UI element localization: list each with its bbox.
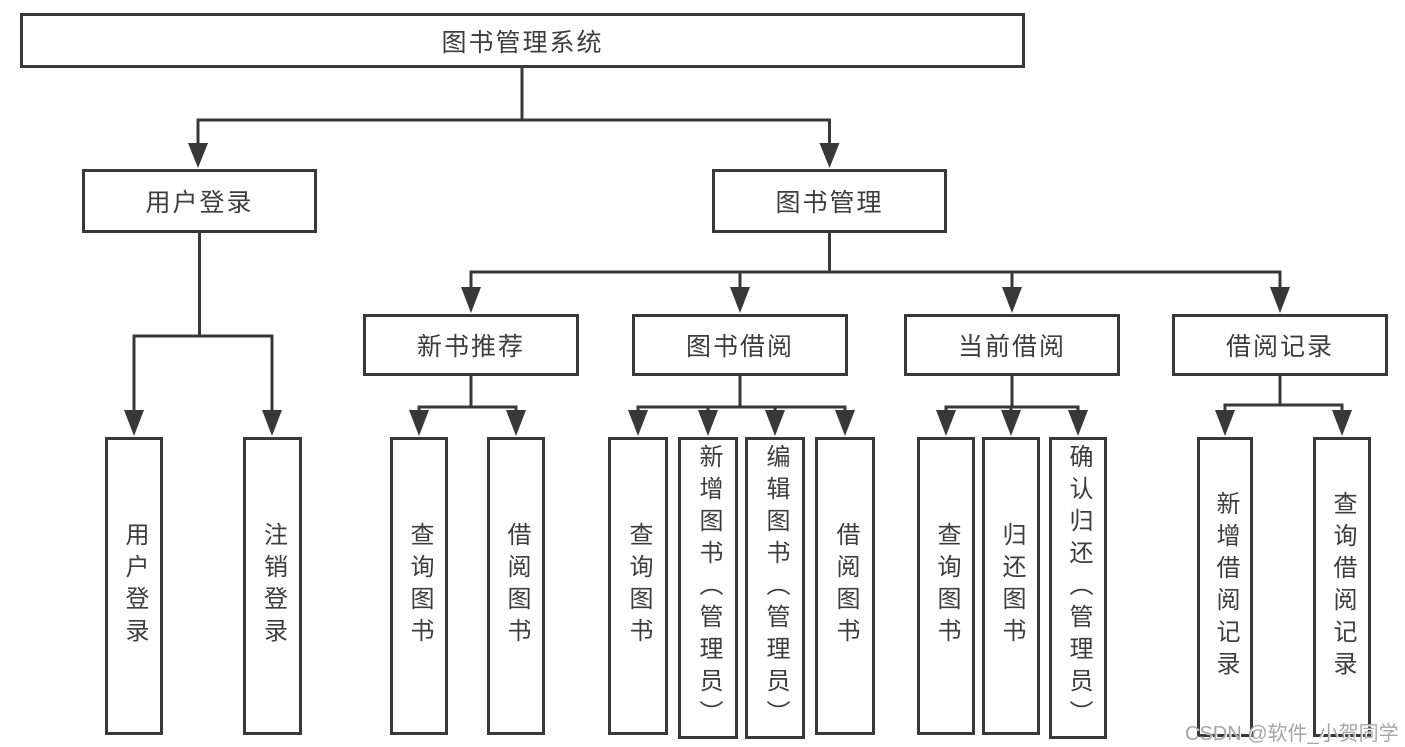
node-book-borrow-label: 图书借阅 — [685, 333, 794, 361]
arrowheads-borrow-records-children — [1215, 410, 1352, 436]
arrowheads-new-book-children — [409, 410, 526, 436]
leaf-query-books-current: 查询图书 — [917, 437, 975, 735]
leaf-query-books-borrow-label: 查询图书 — [625, 522, 652, 650]
connector-new-book-children — [417, 374, 518, 412]
node-current-borrow-label: 当前借阅 — [957, 333, 1066, 361]
leaf-edit-books-admin-label: 编辑图书（管理员） — [762, 444, 789, 732]
node-book-borrow: 图书借阅 — [632, 314, 848, 376]
leaf-query-books-current-label: 查询图书 — [933, 522, 960, 650]
arrowheads-book-borrow-children — [628, 410, 855, 436]
connector-user-login-children — [132, 231, 274, 412]
connector-root-to-level2 — [196, 66, 831, 146]
leaf-add-borrow-record-label: 新增借阅记录 — [1212, 491, 1239, 683]
leaf-add-borrow-record: 新增借阅记录 — [1197, 437, 1253, 737]
node-library-management-system-label: 图书管理系统 — [441, 28, 604, 57]
node-new-book-recommend: 新书推荐 — [363, 314, 579, 376]
leaf-confirm-return-admin: 确认归还（管理员） — [1049, 437, 1107, 739]
node-user-login: 用户登录 — [82, 169, 317, 233]
leaf-query-borrow-record: 查询借阅记录 — [1313, 437, 1371, 737]
leaf-user-login-label: 用户登录 — [121, 522, 148, 650]
leaf-user-login: 用户登录 — [105, 437, 163, 735]
leaf-borrow-books-recommend-label: 借阅图书 — [503, 522, 530, 650]
leaf-return-books: 归还图书 — [982, 437, 1040, 735]
connector-book-borrow-children — [636, 374, 847, 412]
node-library-management-system: 图书管理系统 — [20, 13, 1025, 68]
node-book-management: 图书管理 — [712, 169, 947, 233]
leaf-borrow-books-label: 借阅图书 — [832, 522, 859, 650]
leaf-borrow-books: 借阅图书 — [815, 437, 875, 735]
leaf-query-books-borrow: 查询图书 — [608, 437, 668, 735]
node-book-management-label: 图书管理 — [775, 189, 884, 217]
arrowheads-current-borrow-children — [936, 410, 1088, 436]
leaf-query-borrow-record-label: 查询借阅记录 — [1329, 491, 1356, 683]
leaf-edit-books-admin: 编辑图书（管理员） — [745, 437, 805, 739]
node-borrow-records: 借阅记录 — [1172, 314, 1388, 376]
leaf-logout-label: 注销登录 — [259, 522, 287, 650]
connector-borrow-records-children — [1223, 374, 1344, 412]
leaf-add-books-admin-label: 新增图书（管理员） — [695, 444, 722, 732]
node-new-book-recommend-label: 新书推荐 — [416, 333, 525, 361]
leaf-return-books-label: 归还图书 — [998, 522, 1025, 650]
leaf-add-books-admin: 新增图书（管理员） — [678, 437, 738, 739]
arrowheads-root-to-level2 — [188, 143, 840, 168]
connector-current-borrow-children — [944, 374, 1080, 412]
csdn-watermark: CSDN @软件_小贺同学 — [1185, 723, 1399, 745]
connector-book-management-children — [469, 231, 1282, 290]
node-current-borrow: 当前借阅 — [904, 314, 1120, 376]
leaf-query-books-recommend-label: 查询图书 — [406, 522, 433, 650]
leaf-confirm-return-admin-label: 确认归还（管理员） — [1065, 444, 1092, 732]
node-borrow-records-label: 借阅记录 — [1225, 333, 1334, 361]
node-user-login-label: 用户登录 — [145, 189, 254, 217]
arrowheads-book-management-children — [461, 287, 1290, 313]
leaf-borrow-books-recommend: 借阅图书 — [487, 437, 545, 735]
arrowheads-user-login-children — [124, 410, 282, 436]
leaf-logout: 注销登录 — [243, 437, 302, 735]
leaf-query-books-recommend: 查询图书 — [390, 437, 448, 735]
